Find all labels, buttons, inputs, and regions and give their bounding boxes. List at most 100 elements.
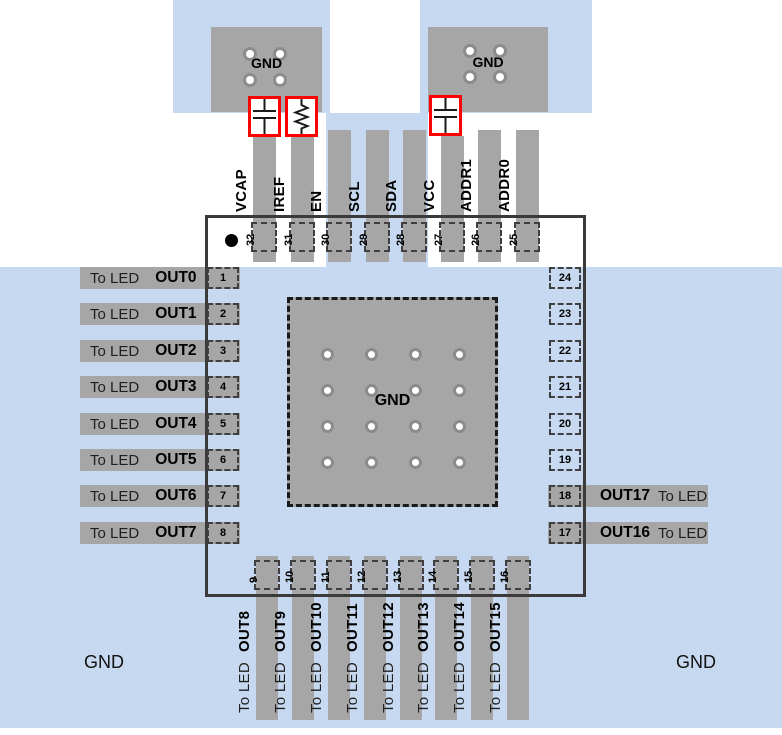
to-led-label: To LED	[344, 662, 361, 713]
to-led-label: To LED	[236, 662, 253, 713]
pin-label-out1: OUT1	[155, 305, 197, 322]
pin1-marker-dot	[225, 234, 238, 247]
vcc-capacitor-component	[429, 95, 462, 136]
iref-resistor-component	[285, 96, 318, 137]
pin-number-box-15	[469, 560, 495, 590]
via	[365, 384, 378, 397]
capacitor-icon	[434, 98, 457, 133]
pin-label-out11: To LEDOUT11	[344, 602, 361, 713]
pin-label-iref: IREF	[271, 176, 288, 212]
pin-strip-out0: To LED OUT0	[80, 267, 240, 289]
via	[463, 70, 477, 84]
via	[321, 348, 334, 361]
pin-label-out15: To LEDOUT15	[487, 602, 504, 713]
pin-number-box-26	[476, 222, 502, 252]
pin-strip-addr0	[516, 130, 539, 262]
via	[273, 73, 287, 87]
to-led-label: To LED	[272, 662, 289, 713]
gnd-plane-label-left: GND	[84, 652, 124, 672]
via	[409, 384, 422, 397]
pin-strip-sda	[403, 130, 426, 262]
pin-label-out4: OUT4	[155, 415, 197, 432]
to-led-label: To LED	[415, 662, 432, 713]
via	[409, 456, 422, 469]
pin-number: 28	[395, 233, 407, 246]
pin-number-box-10	[290, 560, 316, 590]
via	[365, 456, 378, 469]
pin-label-out2: OUT2	[155, 342, 197, 359]
pin-strip-out11	[364, 556, 386, 720]
via	[365, 420, 378, 433]
pin-number-box-13	[398, 560, 424, 590]
pin-strip-vcap	[253, 136, 276, 262]
pin-number-box-31	[289, 222, 315, 252]
via	[409, 420, 422, 433]
pin-label-en: EN	[308, 190, 325, 212]
gnd-label: GND	[374, 392, 411, 409]
pin-label-addr0: ADDR0	[496, 158, 513, 212]
vcap-capacitor-component	[248, 96, 281, 137]
pin-label-out0: OUT0	[155, 269, 197, 286]
pin-strip-addr1	[478, 130, 501, 262]
pin-number-box-27	[439, 222, 465, 252]
pin-label-out9: To LEDOUT9	[272, 610, 289, 713]
via	[453, 456, 466, 469]
via	[321, 456, 334, 469]
pin-number: 29	[358, 233, 370, 246]
pin-label-out3: OUT3	[155, 378, 197, 395]
pin-label-sda: SDA	[383, 179, 400, 212]
pin-strip-out8	[256, 556, 278, 720]
via	[243, 73, 257, 87]
pin-strip-out14	[471, 556, 493, 720]
pin-label-out16: OUT16	[600, 524, 650, 541]
to-led-label: To LED	[90, 415, 140, 433]
pin-strip-iref	[291, 136, 314, 262]
to-led-label: To LED	[90, 269, 140, 287]
pin-strip-out1: To LED OUT1	[80, 303, 240, 325]
pin-number-box-22: 22	[549, 340, 581, 362]
pin-number-box-17: 17	[549, 522, 581, 544]
capacitor-icon	[253, 99, 276, 134]
pin-number: 12	[356, 570, 368, 583]
pin-strip-en	[328, 130, 351, 262]
pin-strip-out16: OUT16 To LED	[548, 522, 708, 544]
pin-strip-out12	[400, 556, 422, 720]
pin-label-vcap: VCAP	[233, 169, 250, 212]
pin-number: 14	[427, 570, 439, 583]
pin-label-out8: To LEDOUT8	[236, 610, 253, 713]
pin-number: 31	[283, 233, 295, 246]
pin-label-out14: To LEDOUT14	[451, 602, 468, 713]
pin-number-box-14	[433, 560, 459, 590]
to-led-label: To LED	[90, 524, 140, 542]
pin-number: 11	[320, 571, 332, 583]
thermal-gnd-pad: GND	[287, 297, 498, 507]
pin-strip-out9	[292, 556, 314, 720]
pin-number: 9	[248, 576, 260, 583]
resistor-icon	[292, 99, 311, 134]
via	[463, 44, 477, 58]
pin-number: 27	[433, 233, 445, 246]
pin-number-box-18: 18	[549, 485, 581, 507]
pin-number-box-19: 19	[549, 449, 581, 471]
to-led-label: To LED	[380, 662, 397, 713]
via	[243, 47, 257, 61]
gnd-label: GND	[472, 54, 504, 70]
via	[321, 420, 334, 433]
pin-label-out12: To LEDOUT12	[380, 602, 397, 713]
pin-number-box-8: 8	[207, 522, 239, 544]
pin-number-box-21: 21	[549, 376, 581, 398]
pin-label-scl: SCL	[346, 181, 363, 212]
pin-number: 26	[470, 233, 482, 246]
pin-number-box-9	[254, 560, 280, 590]
pin-label-out13: To LEDOUT13	[415, 602, 432, 713]
pin-number-box-16	[505, 560, 531, 590]
to-led-label: To LED	[90, 305, 140, 323]
pin-number-box-11	[326, 560, 352, 590]
pin-number: 16	[499, 570, 511, 583]
to-led-label: To LED	[657, 524, 708, 542]
pin-label-out17: OUT17	[600, 487, 650, 504]
